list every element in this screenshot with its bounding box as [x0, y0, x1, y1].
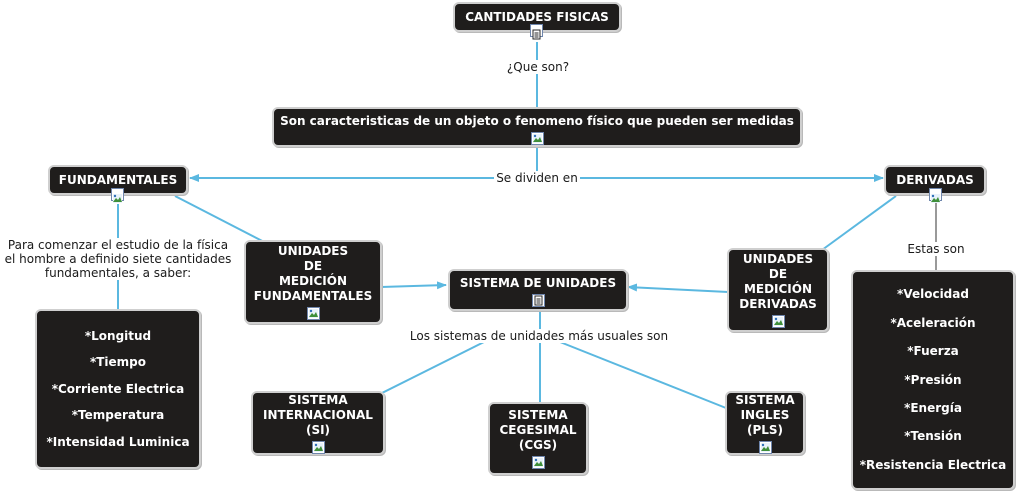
connector-unidades-der-sistema [627, 283, 729, 293]
document-icon [530, 24, 543, 40]
node-label: SISTEMA CEGESIMAL (CGS) [499, 408, 577, 452]
list-item: *Aceleración [890, 315, 976, 330]
list-item: *Tensión [904, 429, 962, 444]
node-label: CANTIDADES FISICAS [465, 9, 609, 24]
connector-fundamentales-unidades [174, 195, 273, 247]
node-sistema-cegesimal[interactable]: SISTEMA CEGESIMAL (CGS) [488, 402, 588, 475]
image-icon [758, 440, 772, 454]
list-item: *Velocidad [897, 287, 969, 302]
node-sistema-internacional[interactable]: SISTEMA INTERNACIONAL (SI) [251, 391, 385, 455]
connector-sistema-pls [554, 339, 727, 409]
label-se-dividen: Se dividen en [494, 171, 580, 185]
node-label: UNIDADES DE MEDICIÓN FUNDAMENTALES [253, 244, 373, 303]
image-icon [530, 132, 544, 145]
node-label: SISTEMA INTERNACIONAL (SI) [263, 392, 373, 437]
list-item: *Fuerza [907, 344, 959, 359]
label-sistemas-usuales: Los sistemas de unidades más usuales son [408, 329, 670, 343]
list-item: *Intensidad Luminica [46, 434, 190, 449]
node-label: SISTEMA DE UNIDADES [459, 276, 617, 290]
node-lista-fundamentales[interactable]: *Longitud *Tiempo *Corriente Electrica *… [35, 309, 201, 469]
image-icon [111, 188, 124, 203]
image-icon [306, 307, 320, 320]
list-item: *Presión [904, 372, 962, 387]
connector-sistema-si [377, 337, 493, 396]
image-icon [771, 315, 785, 328]
label-estas-son: Estas son [904, 242, 968, 256]
node-label: SISTEMA INGLES (PLS) [735, 392, 795, 437]
image-icon [311, 440, 325, 454]
node-lista-derivadas[interactable]: *Velocidad *Aceleración *Fuerza *Presión… [851, 270, 1015, 490]
image-icon [929, 188, 942, 203]
node-label: Son caracteristicas de un objeto o fenom… [280, 114, 794, 128]
label-que-son: ¿Que son? [505, 60, 571, 74]
document-icon [531, 294, 545, 307]
node-label: DERIVADAS [896, 172, 974, 187]
list-item: *Tiempo [89, 355, 147, 369]
node-sistema-de-unidades[interactable]: SISTEMA DE UNIDADES [448, 269, 628, 311]
image-icon [531, 456, 545, 469]
node-unidades-derivadas[interactable]: UNIDADES DE MEDICIÓN DERIVADAS [727, 248, 829, 332]
list-item: *Longitud [84, 328, 152, 343]
connector-derivadas-unidades [821, 195, 897, 251]
label-para-comenzar: Para comenzar el estudio de la física el… [2, 238, 234, 280]
list-item: *Energía [904, 400, 962, 415]
list-item: *Temperatura [71, 408, 165, 422]
connector-unidades-fund-sistema [379, 281, 447, 290]
node-sistema-ingles[interactable]: SISTEMA INGLES (PLS) [725, 391, 805, 455]
list-item: *Resistencia Electrica [859, 457, 1007, 472]
node-label: UNIDADES DE MEDICIÓN DERIVADAS [739, 252, 817, 311]
list-item: *Corriente Electrica [51, 381, 185, 396]
node-definicion[interactable]: Son caracteristicas de un objeto o fenom… [272, 107, 802, 147]
node-derivadas[interactable]: DERIVADAS [884, 165, 986, 195]
node-unidades-fundamentales[interactable]: UNIDADES DE MEDICIÓN FUNDAMENTALES [244, 240, 382, 324]
node-label: FUNDAMENTALES [58, 172, 178, 187]
